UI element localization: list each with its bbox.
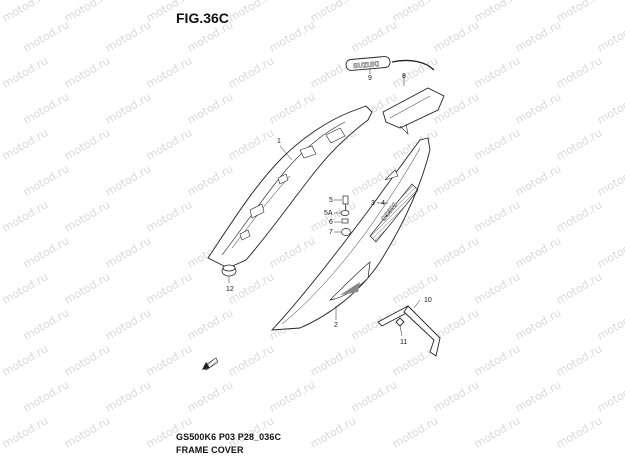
figure-title: FIG.36C (176, 10, 229, 26)
callout-7: 7 (329, 229, 333, 236)
frame-cover-right-part: GS500 (270, 137, 431, 331)
emblem-text: SUZUKI (353, 61, 380, 70)
callout-2: 2 (334, 322, 338, 329)
fastener-set (340, 195, 351, 236)
figure-code: GS500K6 P03 P28_036C (176, 432, 282, 442)
figure-caption: FRAME COVER (176, 445, 244, 455)
callout-3-4: 3 - 4 (371, 200, 385, 207)
grommet-part (341, 228, 351, 236)
leader-lines (228, 68, 421, 337)
bolt-part (342, 195, 349, 205)
callout-5a: 5A (324, 210, 333, 217)
callout-11: 11 (400, 339, 407, 346)
callout-8: 8 (402, 73, 406, 80)
bracket-part (377, 305, 441, 357)
callout-1: 1 (277, 138, 281, 145)
emblem-badge-part: SUZUKI (345, 56, 435, 71)
callout-12: 12 (226, 286, 234, 293)
nut-part (341, 218, 349, 224)
callout-6: 6 (329, 219, 333, 226)
grommet-12-part (221, 264, 237, 277)
rear-cover-part (382, 87, 445, 135)
callout-9: 9 (368, 75, 372, 82)
washer-part (340, 210, 350, 216)
frame-cover-left-part (207, 105, 373, 269)
callout-5: 5 (329, 197, 333, 204)
callout-10: 10 (424, 297, 432, 304)
front-arrow-icon (202, 357, 219, 371)
